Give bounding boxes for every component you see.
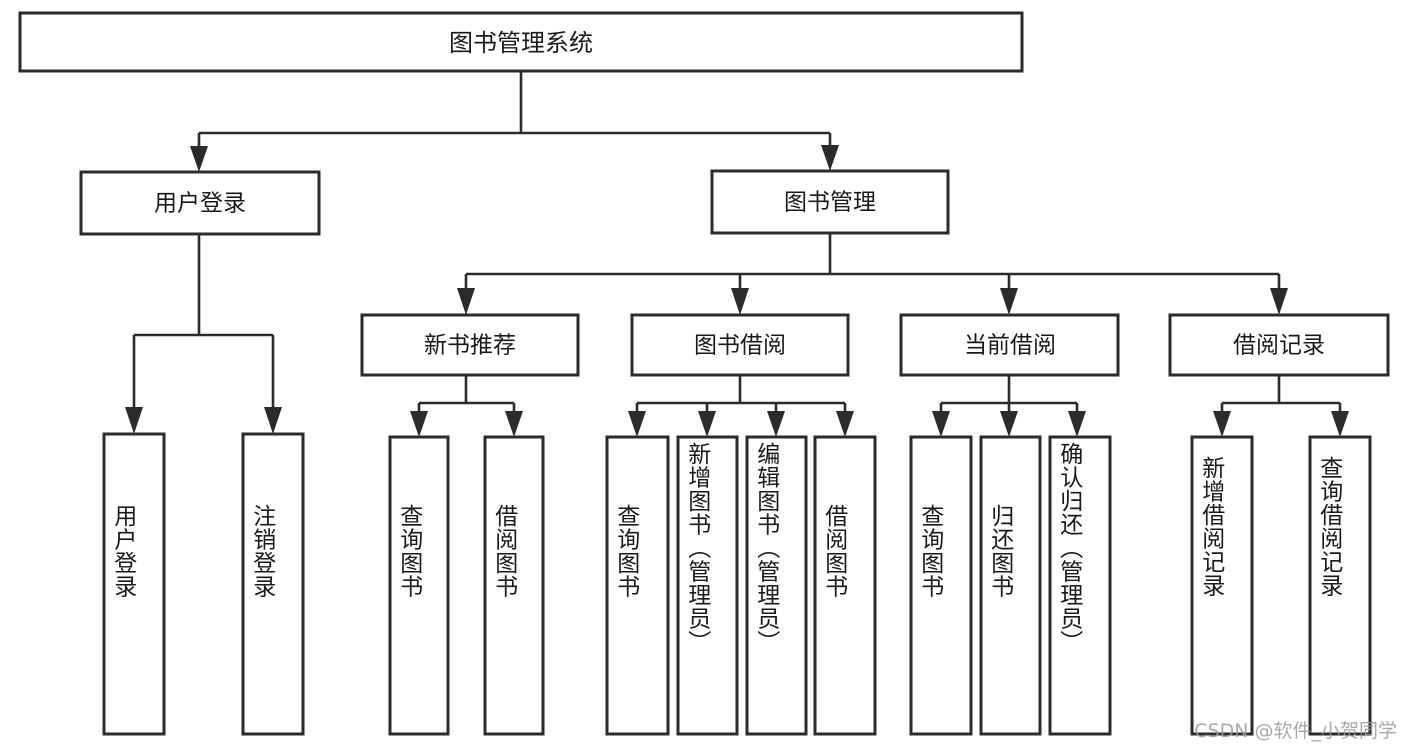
connector-group-book-management (457, 232, 1288, 315)
watermark-text: CSDN @软件_小贺同学 (1194, 720, 1397, 742)
node-book-borrow-label: 图书借阅 (694, 333, 786, 359)
connector-group-user-login (125, 234, 282, 434)
arrow-head-current-leaf3 (1068, 411, 1086, 437)
arrow-head-bookmgmt-l3b (731, 288, 749, 315)
leaf-group-current-borrow (909, 435, 1112, 736)
node-root[interactable]: 图书管理系统 (18, 11, 1024, 73)
leaf-box-borrow-record-0[interactable] (1190, 435, 1254, 736)
node-root-box[interactable] (18, 11, 1024, 73)
node-current-borrow-label: 当前借阅 (964, 333, 1056, 359)
arrow-head-bookmgmt-l3a (457, 288, 475, 315)
node-book-borrow[interactable]: 图书借阅 (630, 313, 850, 377)
connector-group-new-book (410, 375, 523, 437)
leaf-group-user-login (102, 432, 305, 736)
leaf-group-book-borrow (605, 435, 877, 736)
arrow-head-bookmgmt-l3c (1000, 288, 1018, 315)
arrow-head-borrow-leaf4 (836, 411, 854, 437)
node-new-book-recommend[interactable]: 新书推荐 (360, 313, 580, 377)
leaf-group-new-book-recommend (388, 435, 545, 736)
node-borrow-record-box[interactable] (1168, 313, 1390, 377)
connector-group-borrow-record (1213, 375, 1349, 437)
leaf-box-user-login-0[interactable] (102, 432, 166, 736)
leaf-box-book-borrow-3[interactable] (813, 435, 877, 736)
node-borrow-record-label: 借阅记录 (1233, 333, 1325, 359)
node-current-borrow[interactable]: 当前借阅 (899, 313, 1120, 377)
arrow-head-borrow-leaf3 (767, 411, 785, 437)
node-current-borrow-box[interactable] (899, 313, 1120, 377)
arrow-head-current-leaf1 (932, 411, 950, 437)
leaf-box-borrow-record-1[interactable] (1308, 435, 1372, 736)
leaf-box-book-borrow-2[interactable] (745, 435, 808, 736)
node-new-book-recommend-box[interactable] (360, 313, 580, 377)
arrow-head-root-to-login (190, 146, 208, 172)
leaf-box-user-login-1[interactable] (241, 432, 305, 736)
node-book-management-box[interactable] (710, 169, 950, 235)
arrow-head-newbook-leaf1 (410, 411, 428, 437)
connector-group-book-borrow (628, 375, 854, 437)
node-new-book-recommend-label: 新书推荐 (424, 333, 516, 359)
node-borrow-record[interactable]: 借阅记录 (1168, 313, 1390, 377)
connector-group-current-borrow (932, 375, 1086, 437)
arrow-head-newbook-leaf2 (505, 411, 523, 437)
arrow-head-current-leaf2 (1000, 411, 1018, 437)
node-user-login-label: 用户登录 (154, 191, 246, 217)
arrow-head-bookmgmt-l3d (1270, 288, 1288, 315)
arrow-head-record-leaf2 (1331, 411, 1349, 437)
arrow-head-login-leaf2 (264, 407, 282, 434)
node-book-management[interactable]: 图书管理 (710, 169, 950, 235)
arrow-head-borrow-leaf2 (698, 411, 716, 437)
leaf-box-current-borrow-1[interactable] (979, 435, 1042, 736)
node-user-login[interactable]: 用户登录 (79, 170, 321, 236)
node-book-borrow-box[interactable] (630, 313, 850, 377)
arrow-head-borrow-leaf1 (628, 411, 646, 437)
arrow-head-record-leaf1 (1213, 411, 1231, 437)
arrow-head-login-leaf1 (125, 407, 143, 434)
node-book-management-label: 图书管理 (784, 190, 876, 216)
leaf-box-current-borrow-2[interactable] (1048, 435, 1112, 736)
leaf-box-book-borrow-0[interactable] (605, 435, 670, 736)
leaf-box-book-borrow-1[interactable] (676, 435, 739, 736)
leaf-box-new-book-1[interactable] (483, 435, 545, 736)
arrow-head-root-to-bookmgmt (821, 145, 839, 171)
leaf-group-borrow-record (1190, 435, 1372, 736)
node-root-label: 图书管理系统 (449, 29, 593, 57)
connector-group-root (190, 71, 839, 172)
leaf-box-new-book-0[interactable] (388, 435, 450, 736)
node-user-login-box[interactable] (79, 170, 321, 236)
leaf-box-current-borrow-0[interactable] (909, 435, 973, 736)
